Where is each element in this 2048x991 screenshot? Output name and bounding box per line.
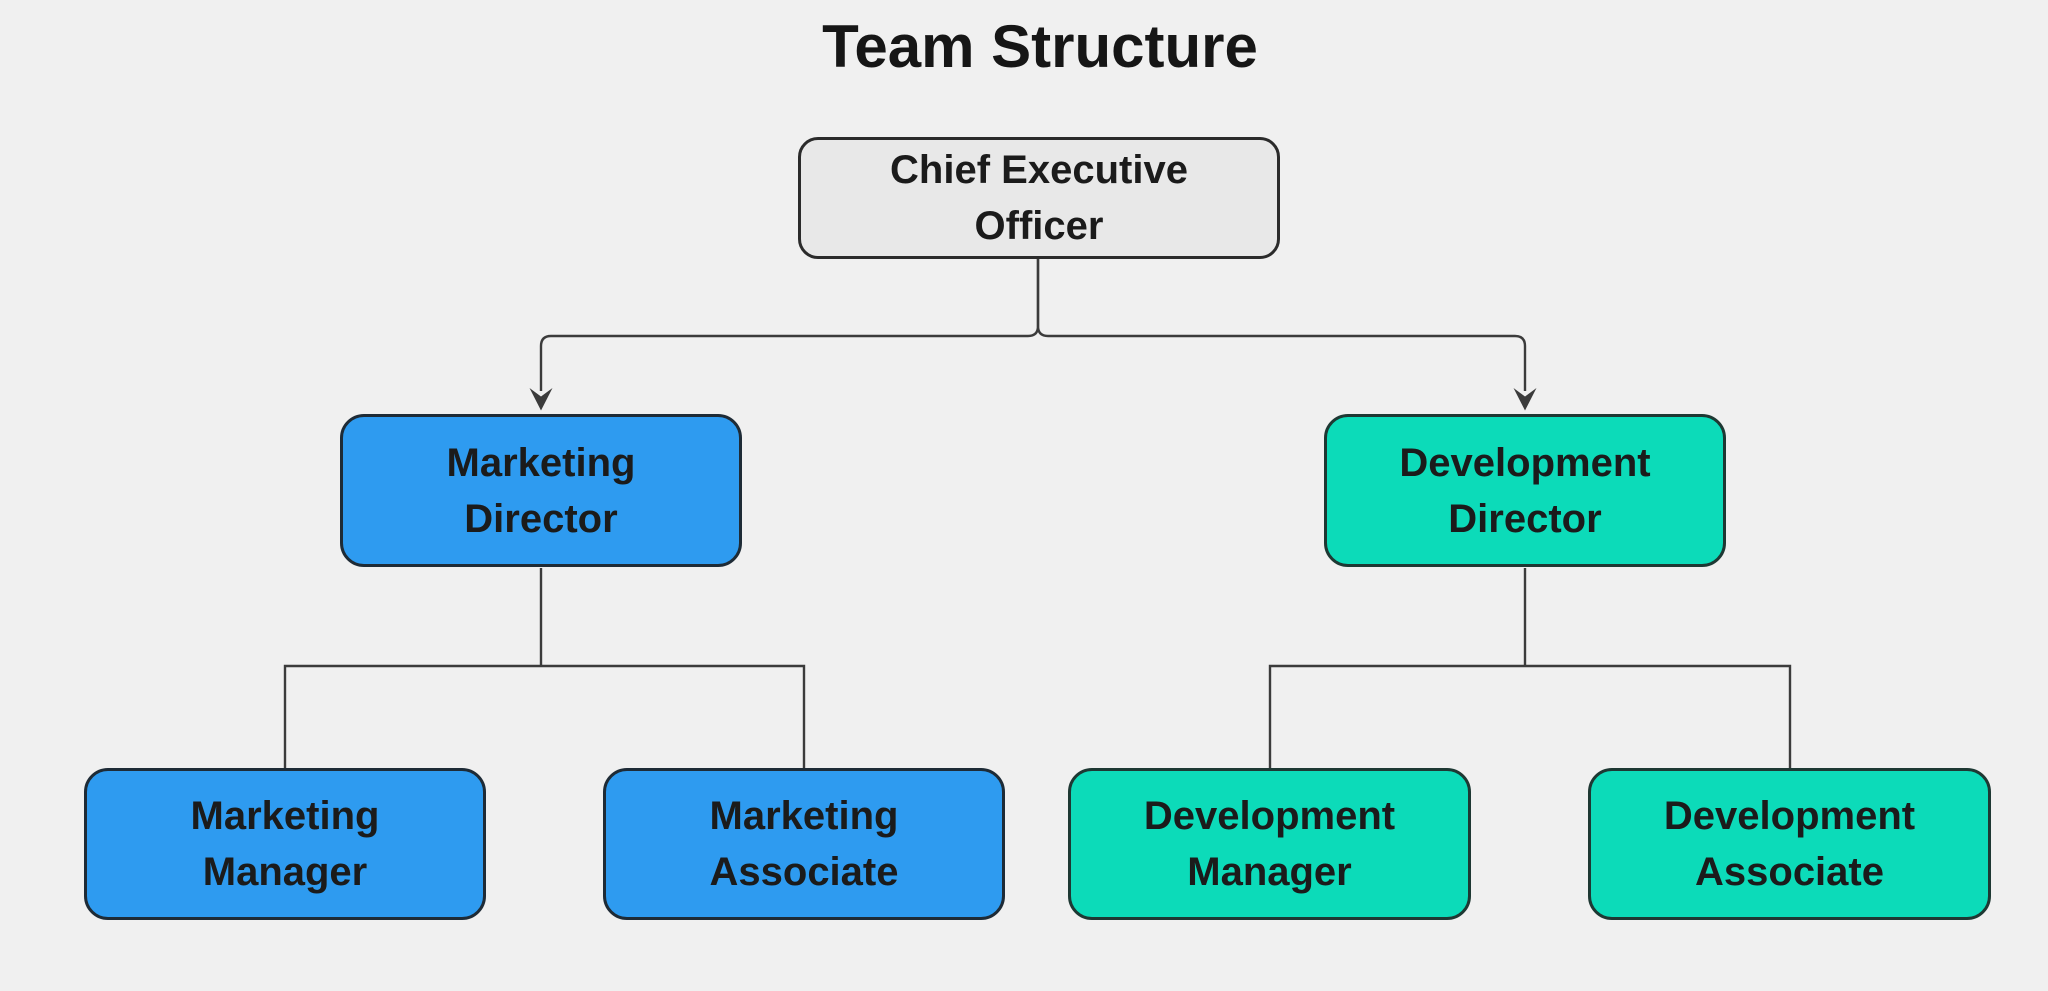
- node-marketing-associate: Marketing Associate: [603, 768, 1005, 920]
- edge-marketing-children: [283, 664, 806, 768]
- node-label-line: Marketing: [446, 440, 636, 485]
- diagram-title: Team Structure: [822, 13, 1258, 80]
- node-label-line: Development: [1143, 794, 1396, 838]
- arrowhead-development-director: [1513, 388, 1537, 411]
- node-label-line: Marketing: [709, 794, 899, 838]
- node-chief-executive-officer: Chief Executive Officer: [798, 137, 1280, 259]
- node-label-line: Officer: [974, 204, 1104, 248]
- edge-development-children: [1268, 664, 1792, 768]
- node-label-line: Director: [1448, 496, 1602, 541]
- node-label-line: Development: [1399, 440, 1651, 485]
- node-label-line: Associate: [709, 850, 899, 894]
- node-marketing-manager: Marketing Manager: [84, 768, 486, 920]
- node-label-line: Manager: [1187, 850, 1352, 894]
- node-label-line: Associate: [1695, 850, 1884, 894]
- node-label-line: Development: [1663, 794, 1916, 838]
- node-development-associate: Development Associate: [1588, 768, 1991, 920]
- node-development-manager: Development Manager: [1068, 768, 1471, 920]
- edge-ceo-marketing-director: [539, 259, 1040, 391]
- node-label-line: Chief Executive: [890, 148, 1188, 192]
- node-marketing-director: Marketing Director: [340, 414, 742, 567]
- arrowhead-marketing-director: [529, 388, 553, 411]
- node-label-line: Director: [464, 496, 618, 541]
- node-development-director: Development Director: [1324, 414, 1726, 567]
- node-label-line: Manager: [202, 850, 368, 894]
- node-label-line: Marketing: [190, 794, 380, 838]
- edge-ceo-development-director: [1036, 259, 1527, 391]
